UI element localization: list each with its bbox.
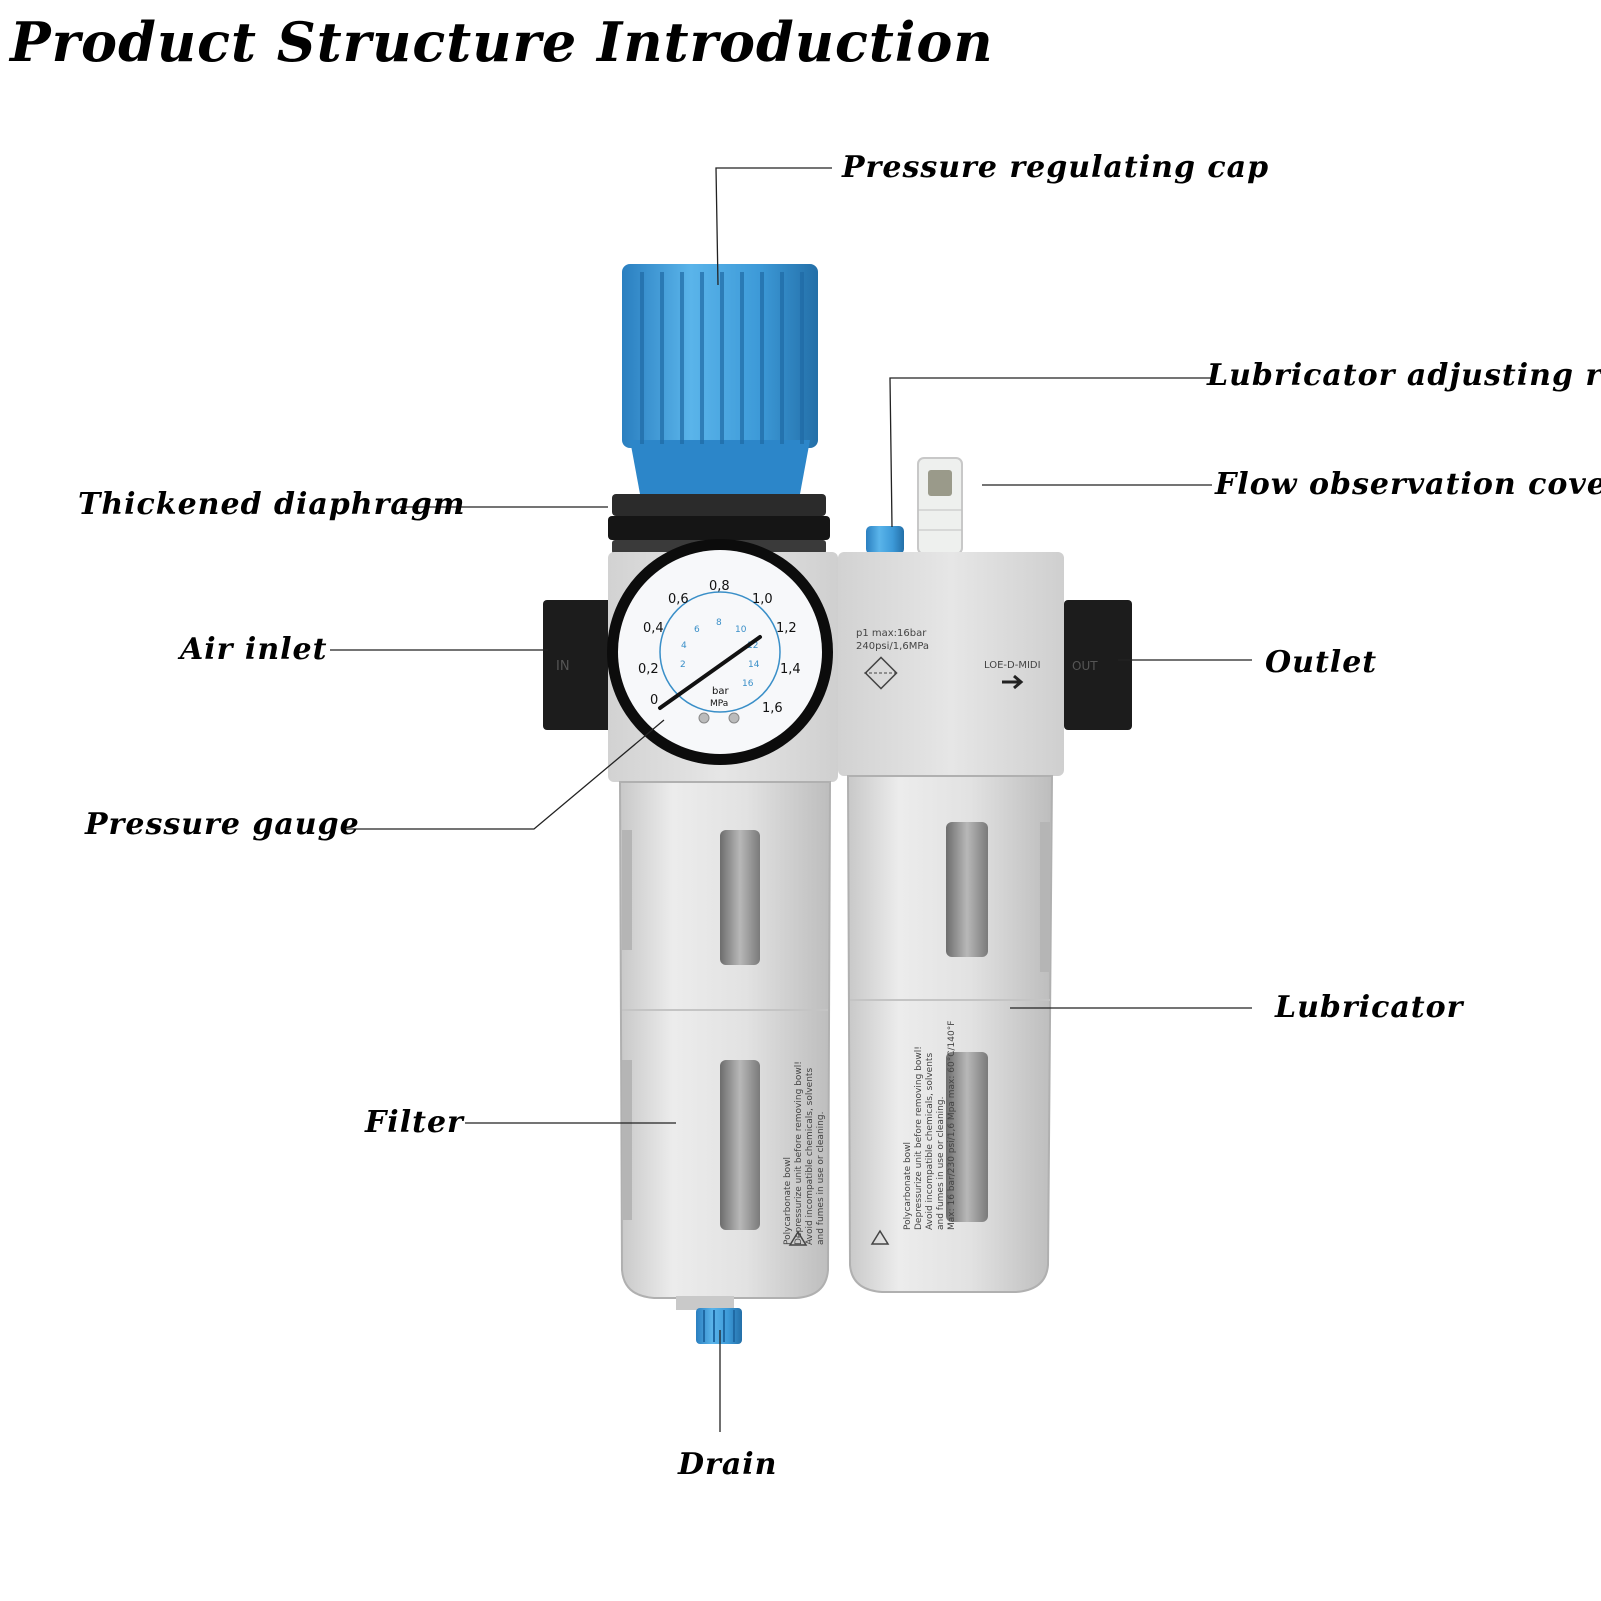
gauge-outer-tick-1: 0,2 xyxy=(638,662,659,677)
gauge-outer-tick-5: 1,0 xyxy=(752,592,773,607)
flow-arrow-icon xyxy=(1002,674,1024,690)
flow-observation-cover xyxy=(917,457,963,555)
warning-icon xyxy=(788,1230,808,1246)
pressure-regulating-cap xyxy=(622,264,818,494)
gauge-inner-tick-3: 8 xyxy=(716,618,722,628)
model-label: LOE-D-MIDI xyxy=(984,660,1041,671)
gauge-outer-tick-3: 0,6 xyxy=(668,592,689,607)
label-filter: Filter xyxy=(365,1105,464,1140)
lubricator-adjusting-ring xyxy=(866,526,904,554)
gauge-inner-tick-0: 2 xyxy=(680,660,686,670)
label-pressure-gauge: Pressure gauge xyxy=(85,807,360,842)
gauge-inner-tick-7: 16 xyxy=(742,679,754,689)
thickened-diaphragm xyxy=(608,494,830,554)
warning-icon xyxy=(870,1229,890,1245)
lubricator-warning-line-2: Depressurize unit before removing bowl! xyxy=(914,1046,924,1230)
leader-lubricator-adjusting-ring xyxy=(889,377,1212,528)
label-air-inlet: Air inlet xyxy=(180,632,328,667)
filter-warning-line-2: Depressurize unit before removing bowl! xyxy=(794,1061,804,1245)
label-drain: Drain xyxy=(678,1447,778,1482)
filter-symbol-icon xyxy=(864,656,898,690)
filter-bowl: Polycarbonate bowl Depressurize unit bef… xyxy=(618,781,832,1299)
leader-lines xyxy=(330,167,1252,1432)
gauge-inner-tick-6: 14 xyxy=(748,660,760,670)
port-out-label: OUT xyxy=(1072,659,1098,673)
gauge-outer-tick-4: 0,8 xyxy=(709,579,730,594)
label-thickened-diaphragm: Thickened diaphragm xyxy=(78,487,466,522)
drain-valve xyxy=(676,1296,742,1344)
label-pressure-regulating-cap: Pressure regulating cap xyxy=(842,150,1270,185)
spec-line-1: p1 max:16bar xyxy=(856,628,927,639)
label-flow-observation-cover: Flow observation cover xyxy=(1215,467,1601,502)
leader-pressure-regulating-cap xyxy=(715,167,832,286)
label-outlet: Outlet xyxy=(1265,645,1378,680)
gauge-outer-tick-7: 1,4 xyxy=(780,662,801,677)
gauge-unit-mpa: MPa xyxy=(710,699,728,709)
gauge-inner-tick-1: 4 xyxy=(681,641,687,651)
lubricator-warning-line-5: Max: 16 bar/230 psi/1,6 Mpa max: 60°C/14… xyxy=(947,1021,957,1230)
gauge-needle xyxy=(658,635,762,710)
lubricator-warning-line-4: and fumes in use or cleaning. xyxy=(936,1097,946,1230)
pressure-gauge: 0 0,2 0,4 0,6 0,8 1,0 1,2 1,4 1,6 2 4 6 … xyxy=(607,539,833,765)
page-title: Product Structure Introduction xyxy=(10,10,994,74)
gauge-inner-tick-2: 6 xyxy=(694,625,700,635)
air-inlet-port: IN xyxy=(543,600,615,730)
gauge-inner-tick-4: 10 xyxy=(735,625,747,635)
filter-warning-line-1: Polycarbonate bowl xyxy=(783,1157,793,1245)
port-in-label: IN xyxy=(556,659,570,674)
filter-warning-line-3: Avoid incompatible chemicals, solvents xyxy=(805,1068,815,1245)
label-lubricator: Lubricator xyxy=(1275,990,1464,1025)
gauge-outer-tick-0: 0 xyxy=(650,693,658,708)
spec-line-2: 240psi/1,6MPa xyxy=(856,641,929,652)
filter-warning-line-4: and fumes in use or cleaning. xyxy=(816,1112,826,1245)
gauge-outer-tick-8: 1,6 xyxy=(762,701,783,716)
lubricator-body: p1 max:16bar 240psi/1,6MPa LOE-D-MIDI xyxy=(838,552,1064,776)
gauge-outer-tick-2: 0,4 xyxy=(643,621,664,636)
lubricator-bowl: Polycarbonate bowl Depressurize unit bef… xyxy=(846,775,1054,1293)
lubricator-warning-line-1: Polycarbonate bowl xyxy=(903,1142,913,1230)
label-lubricator-adjusting-ring: Lubricator adjusting ring xyxy=(1207,358,1601,393)
gauge-inner-tick-5: 12 xyxy=(747,641,758,651)
lubricator-warning-line-3: Avoid incompatible chemicals, solvents xyxy=(925,1053,935,1230)
gauge-outer-tick-6: 1,2 xyxy=(776,621,797,636)
leader-pressure-gauge xyxy=(342,719,665,830)
gauge-unit-bar: bar xyxy=(712,686,729,697)
outlet-port: OUT xyxy=(1064,600,1132,730)
